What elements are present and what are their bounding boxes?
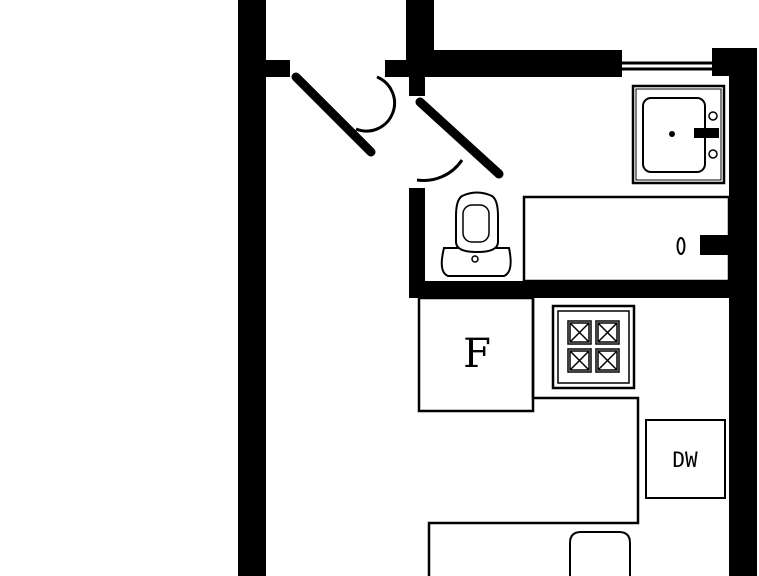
fridge-label: F [463, 331, 491, 377]
door-swing-icon [415, 97, 504, 179]
burner-top-left [567, 320, 592, 345]
sink-rim [635, 88, 722, 181]
toilet-icon [440, 191, 512, 277]
sink-drain [669, 131, 675, 137]
bathtub-icon [522, 195, 731, 283]
bathtub-drain [676, 237, 686, 255]
burner-top-right-inner [597, 322, 618, 343]
stove-icon [551, 304, 636, 390]
dishwasher: DW [645, 419, 726, 499]
door-swing-arc [355, 75, 396, 133]
stove-inner-frame [557, 310, 630, 384]
dishwasher-label: DW [672, 448, 698, 472]
burner-bottom-right-cross-b [597, 350, 618, 371]
sink-faucet [694, 128, 719, 138]
burner-bottom-right-square [595, 348, 620, 373]
toilet-flush [471, 255, 479, 263]
bathtub-faucet [700, 235, 729, 255]
bathroom-top-wall [406, 50, 622, 77]
burner-top-right-cross-b [597, 322, 618, 343]
hallway-door [291, 72, 396, 157]
bathroom-left-wall [409, 188, 425, 298]
top-right-wall-cap [712, 48, 757, 76]
burner-top-right-square [595, 320, 620, 345]
burner-bottom-left-inner [569, 350, 590, 371]
sink-counter [631, 84, 726, 185]
right-outer-wall [729, 48, 757, 576]
kitchen-sink-partial [569, 531, 631, 576]
burner-bottom-left-square [567, 348, 592, 373]
burner-bottom-left [567, 348, 592, 373]
burner-bottom-left-cross-b [569, 350, 590, 371]
burner-top-left-square [567, 320, 592, 345]
hall-door-jamb-left [266, 60, 290, 77]
bathroom-bottom-wall [409, 281, 757, 298]
bathroom-door-post [409, 60, 425, 96]
fridge: F [417, 296, 535, 413]
burner-top-right [595, 320, 620, 345]
burner-bottom-right [595, 348, 620, 373]
burner-bottom-right-inner [597, 350, 618, 371]
sink-knob-bottom [708, 149, 718, 159]
bathroom-door [415, 97, 504, 182]
burner-top-left-inner [569, 322, 590, 343]
toilet-seat [462, 204, 490, 243]
dishwasher-outline [645, 419, 726, 499]
burner-top-left-cross-b [569, 322, 590, 343]
sink-knob-top [708, 111, 718, 121]
window [622, 61, 712, 71]
kitchen-counter-outline [427, 298, 640, 576]
door-swing-arc [416, 159, 464, 182]
walls [238, 0, 757, 576]
sink-icon [631, 84, 726, 185]
door-swing-icon [291, 72, 376, 157]
stove-outline [551, 304, 636, 390]
left-outer-wall [238, 0, 266, 576]
